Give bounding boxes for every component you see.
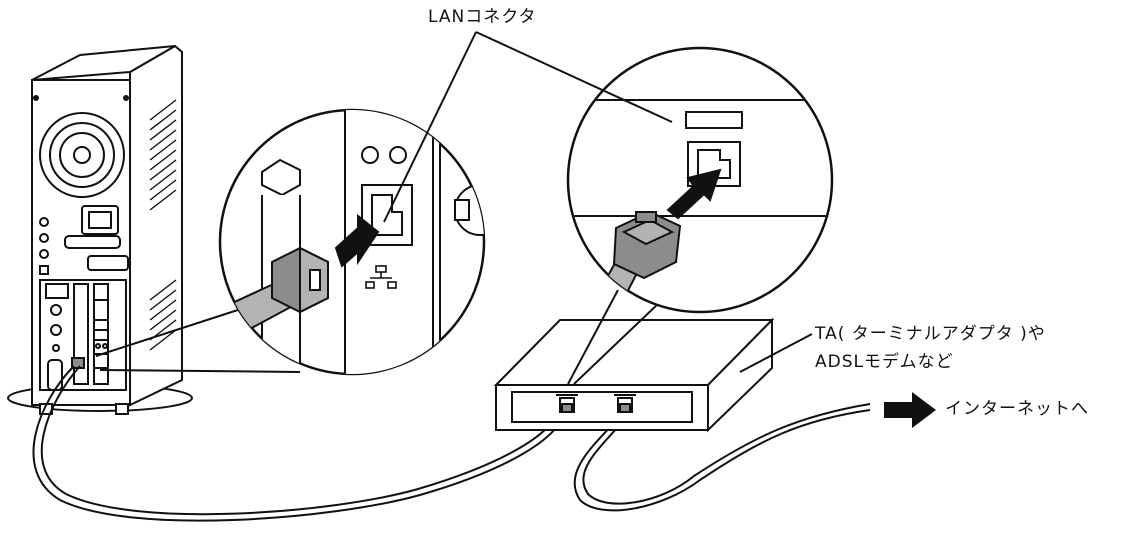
- pc-tower-icon: [8, 46, 192, 414]
- ta-modem-label: TA( ターミナルアダプタ )や ADSLモデムなど: [815, 320, 1046, 376]
- internet-arrow-icon: [884, 392, 936, 428]
- lan-plug: [272, 248, 328, 312]
- ta-label-line2: ADSLモデムなど: [815, 348, 1046, 376]
- lan-connector-label: LANコネクタ: [428, 6, 537, 28]
- lan-port-zoom: [200, 100, 505, 390]
- ta-label-line1: TA( ターミナルアダプタ )や: [815, 320, 1046, 348]
- modem-port-zoom: [560, 48, 840, 312]
- to-internet-label: インターネットへ: [945, 398, 1089, 420]
- modem-icon: [496, 320, 772, 430]
